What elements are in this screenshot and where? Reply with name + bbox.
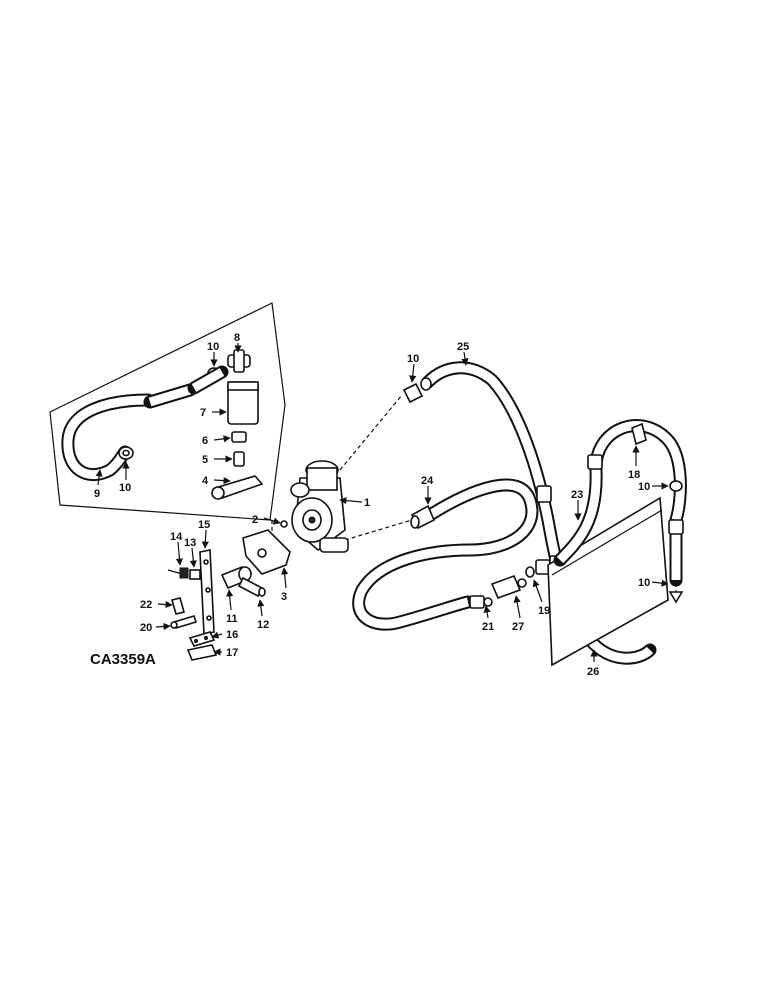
callout-9: 9 [94,488,100,500]
filter-7 [227,381,259,425]
hose-25 [420,361,657,665]
callout-2: 2 [252,514,258,526]
elbow-4 [211,475,264,500]
fitting-21 [469,595,493,609]
callout-6: 6 [202,435,208,447]
fitting-6 [231,431,247,443]
inset-outline [49,302,286,521]
fitting-5 [233,451,245,467]
callout-13: 13 [184,537,196,549]
callout-27: 27 [512,621,524,633]
callout-10-inset-lower: 10 [119,482,131,494]
clamp-10-radiator-lower [668,591,684,604]
callout-10-radiator-lower: 10 [638,577,650,589]
callout-14: 14 [170,531,183,543]
callout-20: 20 [140,622,152,634]
callout-10-inset-upper: 10 [207,341,219,353]
figure-code: CA3359A [90,651,156,668]
callout-4: 4 [202,475,209,487]
callout-10-hose-25: 10 [407,353,419,365]
leader-lines [95,343,669,662]
dashed-line-pump-to-24 [344,519,413,541]
callout-16: 16 [226,629,238,641]
callout-8: 8 [234,332,240,344]
link-22 [171,597,185,615]
callout-17: 17 [226,647,238,659]
clamp-18 [631,422,647,446]
callout-24: 24 [421,475,434,487]
cooler-26 [547,496,669,667]
fitting-27 [490,574,527,600]
bolt-14 [167,567,189,579]
bolt-12 [237,576,266,598]
tee-fitting-8 [187,349,251,395]
callout-23: 23 [571,489,583,501]
callout-21: 21 [482,621,494,633]
clamp-10-radiator-upper [669,480,683,492]
callout-22: 22 [140,599,152,611]
hose-23 [553,419,687,587]
spacer-11 [220,565,252,590]
hose-24 [352,478,539,631]
callout-3: 3 [281,591,287,603]
callout-18: 18 [628,469,640,481]
nut-13 [189,569,201,580]
callout-25: 25 [457,341,469,353]
pump-1 [290,460,349,553]
callout-5: 5 [202,454,208,466]
bracket-15 [199,549,215,635]
callout-11: 11 [226,613,238,625]
callout-1: 1 [364,497,370,509]
washer-2 [280,520,288,528]
callout-19: 19 [538,605,550,617]
callout-10-radiator-upper: 10 [638,481,650,493]
clip-16 [188,631,216,647]
dashed-line-pump-to-25 [339,394,403,471]
plate-3 [242,529,291,575]
plate-17 [186,644,218,661]
fitting-24-end [410,504,436,530]
clamp-10-inset-lower [118,446,134,460]
callout-15: 15 [198,519,210,531]
callout-12: 12 [257,619,269,631]
hose-9 [61,383,197,482]
callout-26: 26 [587,666,599,678]
bolt-20 [170,615,198,629]
callout-7: 7 [200,407,206,419]
clamp-10-hose-25 [402,382,424,404]
